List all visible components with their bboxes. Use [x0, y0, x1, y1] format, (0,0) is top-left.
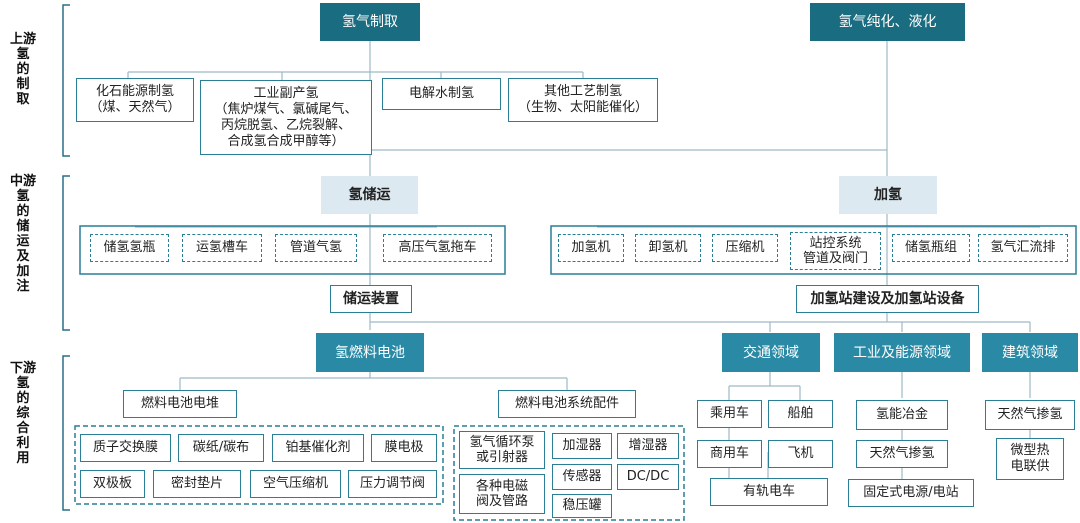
stack-component: 双极板 [80, 470, 145, 498]
refueling-node: 加氢 [839, 176, 937, 214]
transport-item: 有轨电车 [710, 478, 828, 506]
transport-item: 船舶 [768, 400, 833, 428]
refueling-item: 压缩机 [712, 234, 778, 262]
storage-equipment-node: 储运装置 [330, 285, 412, 313]
storage-item: 储氢氢瓶 [90, 234, 169, 262]
building-sector-node: 建筑领域 [982, 333, 1078, 372]
refueling-item: 氢气汇流排 [978, 234, 1068, 262]
hydrogen-purification-node: 氢气纯化、液化 [810, 3, 965, 41]
building-item: 微型热 电联供 [996, 438, 1064, 480]
system-component: 增湿器 [617, 433, 679, 459]
method-industrial-byproduct: 工业副产氢 （焦炉煤气、氯碱尾气、 丙烷脱氢、乙烷裂解、 合成氢合成甲醇等） [200, 80, 372, 155]
stack-component: 空气压缩机 [250, 470, 341, 498]
refueling-item: 站控系统 管道及阀门 [790, 232, 881, 270]
method-electrolysis: 电解水制氢 [382, 78, 501, 110]
system-component: DC/DC [617, 464, 679, 490]
transport-item: 商用车 [697, 440, 762, 468]
storage-item: 高压气氢拖车 [383, 234, 492, 262]
refueling-item: 加氢机 [558, 234, 624, 262]
transport-sector-node: 交通领域 [722, 333, 820, 372]
refueling-item: 储氢瓶组 [892, 234, 970, 262]
system-component: 加湿器 [552, 433, 612, 459]
industry-energy-sector-node: 工业及能源领域 [834, 333, 970, 372]
fuel-cell-system-node: 燃料电池系统配件 [498, 390, 636, 418]
fuel-cell-stack-node: 燃料电池电堆 [123, 390, 237, 418]
stack-component: 质子交换膜 [80, 434, 171, 462]
system-component: 稳压罐 [552, 494, 612, 518]
method-other: 其他工艺制氢 （生物、太阳能催化） [508, 78, 658, 122]
refueling-item: 卸氢机 [635, 234, 701, 262]
hydrogen-production-node: 氢气制取 [320, 3, 420, 41]
stack-component: 膜电极 [371, 434, 437, 462]
stack-component: 密封垫片 [153, 470, 241, 498]
building-item: 天然气掺氢 [985, 400, 1075, 430]
stack-component: 碳纸/碳布 [178, 434, 264, 462]
fuel-cell-node: 氢燃料电池 [316, 333, 424, 372]
transport-item: 乘用车 [697, 400, 762, 428]
method-fossil: 化石能源制氢 （煤、天然气） [76, 78, 194, 122]
storage-item: 运氢槽车 [182, 234, 262, 262]
section-label-midstream: 中游 氢 的 储 运 及 加 注 [9, 174, 36, 294]
transport-item: 飞机 [768, 440, 833, 468]
section-label-upstream: 上游 氢 的 制 取 [9, 32, 36, 107]
storage-transport-node: 氢储运 [321, 176, 418, 214]
industry-item: 氢能冶金 [856, 400, 948, 430]
industry-item: 固定式电源/电站 [848, 479, 974, 507]
section-label-downstream: 下游 氢 的 综 合 利 用 [9, 361, 36, 466]
industry-item: 天然气掺氢 [856, 440, 948, 468]
system-component: 传感器 [552, 464, 612, 490]
refueling-station-equipment-node: 加氢站建设及加氢站设备 [796, 285, 979, 313]
system-component: 各种电磁 阀及管路 [459, 474, 545, 514]
system-component: 氢气循环泵 或引射器 [459, 431, 545, 469]
stack-component: 压力调节阀 [348, 470, 437, 498]
stack-component: 铂基催化剂 [272, 434, 364, 462]
storage-item: 管道气氢 [275, 234, 357, 262]
